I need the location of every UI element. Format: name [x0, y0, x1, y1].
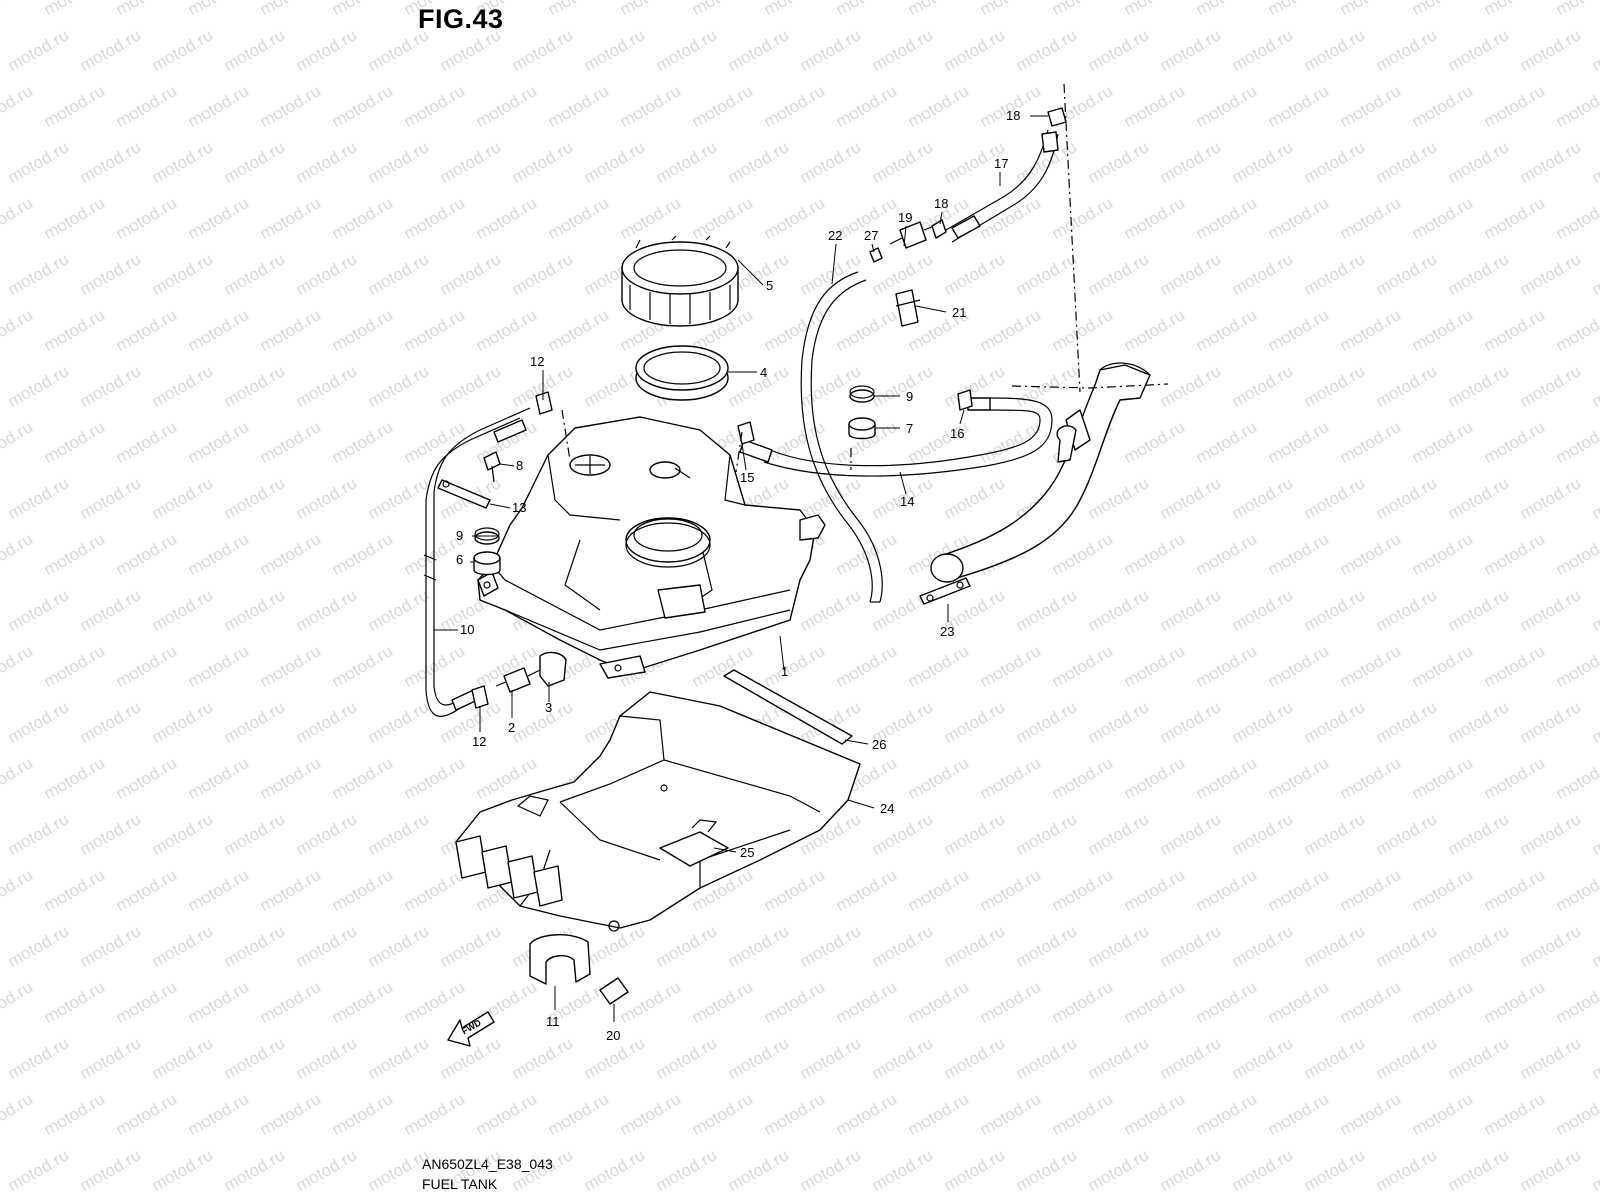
callout-17: 17	[994, 156, 1008, 171]
breather-hose[interactable]	[800, 271, 883, 603]
callout-24: 25	[740, 845, 754, 860]
hose-band[interactable]	[437, 479, 491, 509]
callout-13: 13	[512, 500, 526, 515]
callout-18-top: 18	[1006, 108, 1020, 123]
callout-18-middle: 18	[934, 196, 948, 211]
fuel-pump-lock-ring[interactable]	[621, 235, 739, 327]
bolt[interactable]	[483, 451, 501, 483]
callout-12-bottom: 12	[472, 734, 486, 749]
callout-23: 24	[880, 801, 894, 816]
section-name: FUEL TANK	[422, 1176, 498, 1192]
callout-15: 15	[740, 470, 754, 485]
callout-8: 8	[516, 458, 523, 473]
callouts: 5 4 12 8 13 9 6 10 12 2 3 1 15 9 7 16 14…	[456, 108, 1020, 1043]
fwd-direction-arrow: FWD	[447, 1011, 495, 1047]
fuel-pump-gasket[interactable]	[635, 345, 729, 401]
rollover-valve[interactable]	[889, 221, 935, 249]
hose-clamp-upper[interactable]	[535, 391, 553, 415]
cushion-left-6[interactable]	[473, 551, 501, 576]
pad-25[interactable]	[599, 977, 629, 1005]
callout-4: 4	[760, 365, 767, 380]
callout-3: 3	[545, 700, 552, 715]
protection-sheet-26[interactable]	[723, 669, 853, 745]
hose-clamp-16[interactable]	[957, 389, 973, 411]
callout-19: 19	[898, 210, 912, 225]
cushion-right-7[interactable]	[848, 417, 876, 440]
cushion-left-9[interactable]	[474, 527, 500, 545]
callout-1: 1	[781, 664, 788, 679]
vent-hose[interactable]	[945, 129, 1059, 243]
callout-26: 26	[872, 737, 886, 752]
hose-clamp-18-top[interactable]	[1047, 107, 1067, 127]
hose-clamp-18-middle[interactable]	[931, 219, 947, 239]
callout-10: 11	[546, 1014, 560, 1029]
callout-20: 21	[952, 305, 966, 320]
callout-25: 20	[606, 1028, 620, 1043]
callout-9-left: 9	[456, 528, 463, 543]
diagram-code: AN650ZL4_E38_043	[422, 1156, 553, 1172]
filler-neck[interactable]	[930, 362, 1151, 583]
hose-clip-27[interactable]	[869, 247, 883, 263]
fuel-tank[interactable]	[477, 416, 826, 679]
tank-under-cover[interactable]	[455, 691, 861, 932]
hose-clamp-lower[interactable]	[471, 685, 489, 709]
check-valve[interactable]	[495, 667, 541, 693]
callout-2: 2	[508, 720, 515, 735]
callout-22: 23	[940, 624, 954, 639]
callout-9-right: 9	[906, 389, 913, 404]
breather-hose-14[interactable]	[739, 397, 1053, 477]
filler-bracket[interactable]	[919, 577, 971, 605]
protection-pad-24[interactable]	[659, 819, 729, 867]
valve-holder[interactable]	[539, 651, 567, 687]
callout-6: 6	[456, 552, 463, 567]
tank-cushion-10[interactable]	[529, 934, 591, 985]
callout-14: 14	[900, 494, 914, 509]
valve-bracket[interactable]	[895, 289, 921, 327]
callout-27: 27	[864, 228, 878, 243]
figure-title: FIG.43	[418, 4, 504, 34]
callout-7: 7	[906, 421, 913, 436]
leader-lines	[434, 115, 1048, 1022]
callout-16: 16	[950, 426, 964, 441]
callout-12-top: 12	[530, 354, 544, 369]
callout-21: 22	[828, 228, 842, 243]
callout-5: 5	[766, 278, 773, 293]
cushion-right-9[interactable]	[849, 385, 875, 403]
callout-11: 10	[460, 622, 474, 637]
